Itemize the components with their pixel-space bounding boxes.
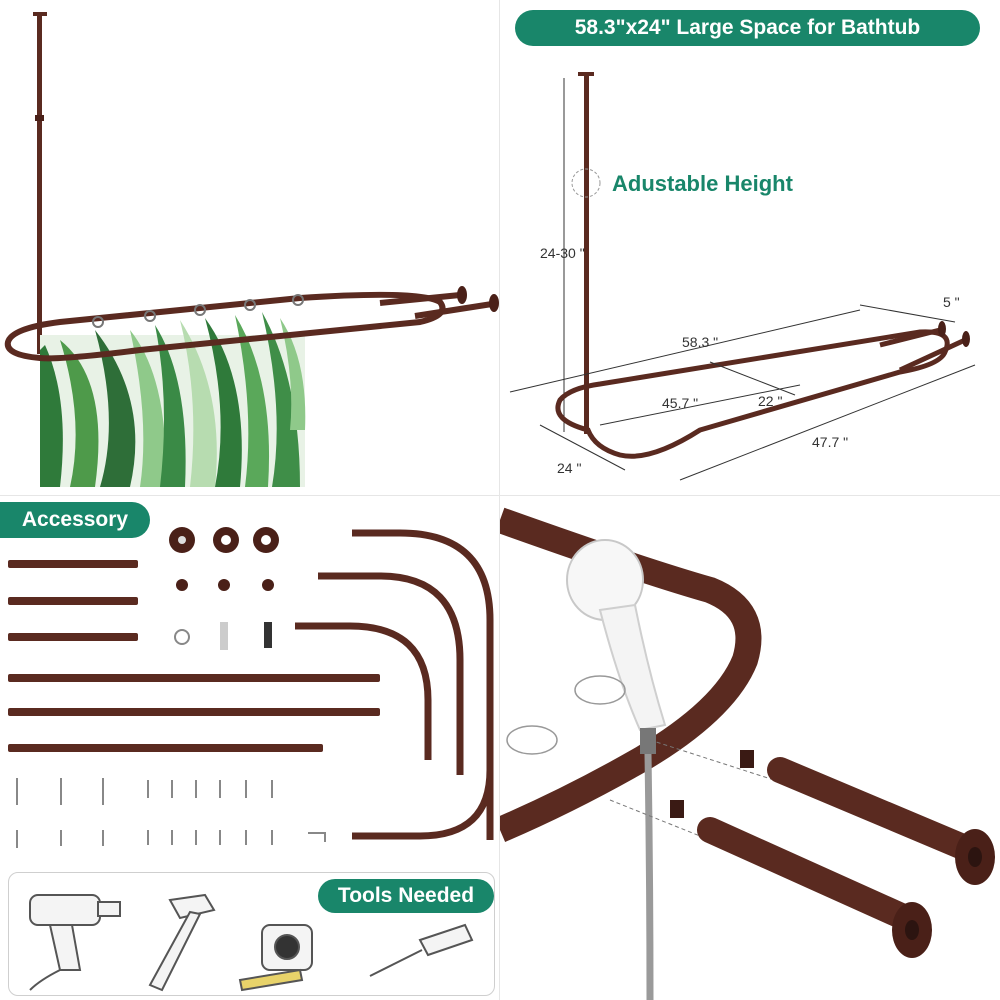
curtain-rod-photo [4, 12, 499, 487]
product-photo-panel [0, 0, 500, 490]
tape-measure-icon [238, 924, 313, 992]
wall-arm-lower [697, 817, 932, 958]
hammer-icon [148, 893, 216, 992]
dimensions-header: 58.3"x24" Large Space for Bathtub [515, 10, 980, 46]
leaf-curtain [40, 312, 306, 487]
accessory-parts [8, 527, 494, 848]
outer-length-dimension: 58.3 " [682, 334, 719, 350]
divider-vertical [499, 0, 500, 1000]
accessory-header: Accessory [0, 502, 150, 538]
height-dimension: 24-30 " [540, 245, 585, 261]
rod-dimension-diagram [509, 72, 976, 481]
side-length-dimension: 47.7 " [812, 434, 849, 450]
depth-dimension: 22 " [758, 393, 783, 409]
install-detail-illustration [500, 507, 995, 1000]
divider-horizontal [0, 495, 1000, 496]
screwdriver-icon [369, 923, 474, 977]
accessory-panel: Accessory [0, 500, 500, 1000]
wall-arm-upper [767, 757, 995, 885]
inner-length-dimension: 45.7 " [662, 395, 699, 411]
dimensions-panel: 58.3"x24" Large Space for Bathtub Adusta… [500, 0, 1000, 490]
shower-head-icon [566, 539, 667, 754]
tools-illustration [29, 893, 474, 992]
install-detail-panel [500, 500, 1000, 1000]
adjustable-height-label: Adustable Height [612, 171, 793, 196]
arm-width-dimension: 5 " [943, 294, 960, 310]
tools-header: Tools Needed [318, 879, 494, 913]
front-depth-dimension: 24 " [557, 460, 582, 476]
drill-icon [29, 894, 121, 991]
